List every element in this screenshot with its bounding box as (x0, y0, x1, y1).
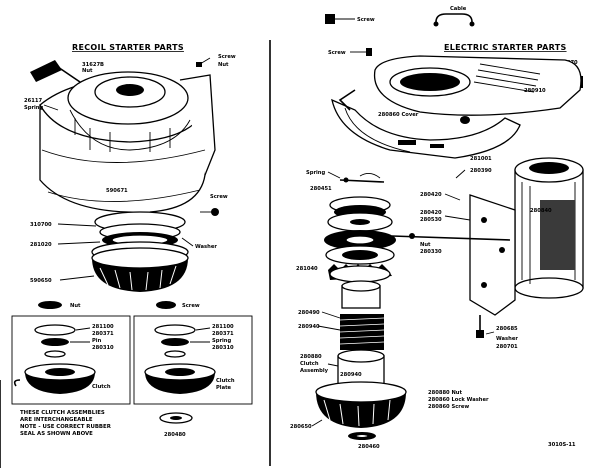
label-ins1-e: Clutch (92, 384, 111, 390)
label-screw-right: Screw (210, 194, 228, 200)
electric-motor: 280840 (514, 157, 584, 299)
label-lock-2: 280860 Lock Washer (428, 397, 489, 403)
label-housing: 590671 (106, 188, 128, 194)
note-line-2: ARE INTERCHANGEABLE (20, 417, 93, 423)
starter-cover: 280910 (373, 55, 582, 124)
left-callouts: 31627B Nut Screw Nut 26117 Spring 590671… (24, 54, 236, 284)
label-ins2-e: Clutch (216, 378, 235, 384)
label-pinion: 281040 (296, 266, 318, 272)
bottom-washer: 280480 (159, 412, 193, 438)
note-line-4: SEAL AS SHOWN ABOVE (20, 431, 93, 437)
label-hub: 280940 (298, 324, 320, 330)
label-base-cup: 280650 (290, 424, 312, 430)
label-ring: 280460 (358, 444, 380, 450)
header-parts: Screw Cable (325, 6, 475, 27)
label-lock-1: 280880 Nut (428, 390, 462, 396)
label-cup: 590650 (30, 278, 52, 284)
label-clutch-c: Assembly (300, 368, 329, 374)
label-ins2-d: 280310 (212, 345, 234, 351)
label-ins1-b: 280371 (92, 331, 114, 337)
interchange-note: THESE CLUTCH ASSEMBLIES ARE INTERCHANGEA… (20, 410, 112, 437)
label-gear-a: 280451 (310, 186, 332, 192)
label-lock-3: 280860 Screw (428, 404, 469, 410)
left-panel: RECOIL STARTER PARTS (11, 43, 253, 438)
label-gear-c: 280390 (470, 168, 492, 174)
label-clutch-a: 280880 (300, 354, 322, 360)
clutch-inset-1: 281100 280371 Pin 280310 Clutch (11, 315, 131, 405)
label-cover: 280910 (524, 88, 546, 94)
mounting-bracket (469, 194, 516, 338)
insert-fasteners: Nut Screw (38, 301, 200, 309)
label-spring-pin: Spring (306, 170, 325, 176)
left-panel-title: RECOIL STARTER PARTS (72, 43, 184, 52)
label-header-cable: Cable (450, 6, 467, 12)
label-header-screw: Screw (357, 17, 375, 23)
label-insert-nut-left: Nut (70, 303, 81, 309)
label-shield: 280860 Cover (378, 112, 419, 118)
right-panel: Screw Cable ELECTRIC STARTER PARTS Screw… (290, 6, 584, 450)
label-motor: 280840 (530, 208, 552, 214)
label-side-b: Spring (24, 105, 43, 111)
label-washer-left: 310700 (30, 222, 52, 228)
label-ins2-c: Spring (212, 338, 231, 344)
label-washer-right: Washer (195, 244, 217, 250)
label-screw-r1: 280420 (420, 192, 442, 198)
label-top-b: Nut (82, 68, 93, 74)
right-callouts: Spring 280451 281001 280390 280420 28042… (290, 156, 576, 450)
label-screw-top: Screw (328, 50, 346, 56)
recoil-pulley-stack (91, 211, 189, 292)
starter-shield: 280860 Cover (331, 89, 521, 159)
label-ins2-a: 281100 (212, 324, 234, 330)
gear-stack (315, 196, 511, 440)
label-nut-r: Nut (420, 242, 431, 248)
side-screw (200, 208, 219, 216)
label-bracket: 280685 (496, 326, 518, 332)
label-screw-r2: 280420 (420, 210, 442, 216)
label-pulley-left: 281020 (30, 242, 52, 248)
label-bolt-r: 280530 (420, 217, 442, 223)
label-ins1-a: 281100 (92, 324, 114, 330)
label-top-c: Screw (218, 54, 236, 60)
label-ins1-d: 280310 (92, 345, 114, 351)
spring-assembly (339, 173, 385, 183)
note-line-3: NOTE - USE CORRECT RUBBER (20, 424, 112, 430)
label-top-nut: Nut (218, 62, 229, 68)
label-insert-nut-right: Screw (182, 303, 200, 309)
label-clip: 280330 (420, 249, 442, 255)
label-ins2-b: 280371 (212, 331, 234, 337)
note-line-1: THESE CLUTCH ASSEMBLIES (20, 410, 105, 416)
clutch-inset-2: 281100 280371 Spring 280310 Clutch Plate (133, 315, 253, 405)
label-clutch-b: Clutch (300, 361, 319, 367)
label-helix: 280490 (298, 310, 320, 316)
label-top-a: 31627B (82, 62, 104, 68)
label-ins1-c: Pin (92, 338, 102, 344)
label-bottom-washer: 280480 (164, 432, 186, 438)
label-screw-b: 280701 (496, 344, 518, 350)
label-ins2-f: Plate (216, 385, 232, 391)
recoil-starter-housing (30, 60, 216, 213)
label-hub-inner: 280940 (340, 372, 362, 378)
right-panel-title: ELECTRIC STARTER PARTS (444, 43, 567, 52)
label-gear-b: 281001 (470, 156, 492, 162)
diagram-footer-code: 3010S-11 (548, 442, 576, 448)
label-washer-b: Washer (496, 336, 518, 342)
label-side-a: 26117 (24, 98, 42, 104)
